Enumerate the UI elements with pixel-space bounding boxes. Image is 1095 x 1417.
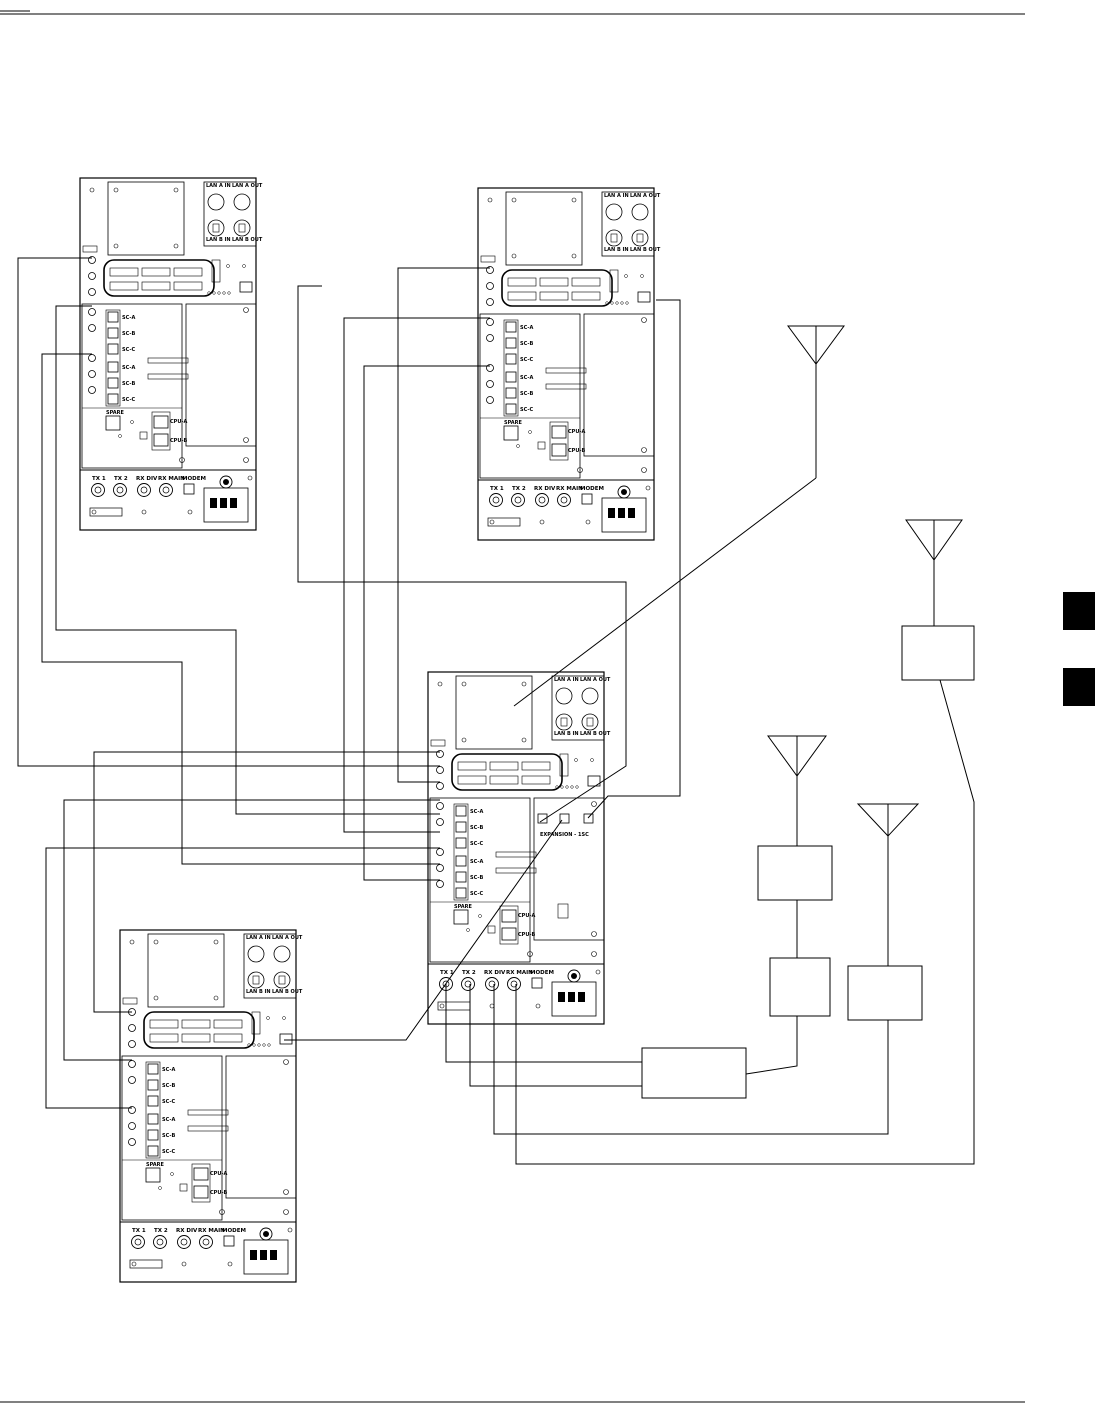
- cable: [493, 984, 889, 1135]
- port-label: SC-B: [162, 1083, 175, 1089]
- tx2-label: TX 2: [462, 970, 476, 976]
- right-box: [901, 625, 975, 681]
- expansion-port-c: [583, 813, 594, 824]
- cpu-b-label: CPU-B: [518, 932, 535, 938]
- rx-main-label: RX MAIN: [506, 970, 533, 976]
- cable: [397, 267, 490, 783]
- cable: [55, 305, 440, 815]
- cabinet-bottom-left: TX 1 TX 2 RX DIV RX MAIN MODEM SC-A SC-B…: [119, 929, 304, 1283]
- port-label: SC-B: [470, 825, 483, 831]
- cable: [363, 365, 490, 881]
- rx-main-label: RX MAIN: [556, 486, 583, 492]
- rx-div-label: RX DIV: [176, 1228, 198, 1234]
- cpu-b-label: CPU-B: [170, 438, 187, 444]
- spare-label: SPARE: [454, 904, 473, 910]
- tx2-label: TX 2: [512, 486, 526, 492]
- cabinet-center: TX 1 TX 2 RX DIV RX MAIN MODEM SC-A SC-B…: [427, 671, 612, 1025]
- modem-label: MODEM: [222, 1228, 246, 1234]
- cpu-b-label: CPU-B: [210, 1190, 227, 1196]
- cable: [297, 285, 627, 823]
- antenna-right-1: [905, 519, 963, 626]
- section-tab-lower: [1063, 668, 1095, 706]
- spare-label: SPARE: [504, 420, 523, 426]
- port-label: SC-A: [520, 375, 533, 381]
- tx2-label: TX 2: [154, 1228, 168, 1234]
- port-label: SC-C: [470, 891, 483, 897]
- port-label: SC-A: [162, 1067, 175, 1073]
- port-label: SC-B: [520, 341, 533, 347]
- antenna-gps-center: [787, 325, 845, 478]
- port-label: SC-B: [122, 331, 135, 337]
- modem-label: MODEM: [530, 970, 554, 976]
- tx1-label: TX 1: [440, 970, 454, 976]
- cpu-b-label: CPU-B: [568, 448, 585, 454]
- port-label: SC-C: [470, 841, 483, 847]
- expansion-port-b: [559, 813, 570, 824]
- section-tab-upper: [1063, 592, 1095, 630]
- cable: [41, 353, 440, 865]
- rx-div-label: RX DIV: [484, 970, 506, 976]
- cable: [284, 819, 563, 1041]
- port-label: SC-C: [162, 1099, 175, 1105]
- port-label: SC-A: [520, 325, 533, 331]
- tx1-label: TX 1: [92, 476, 106, 482]
- cable: [45, 847, 440, 1109]
- port-label: SC-C: [520, 407, 533, 413]
- cpu-a-label: CPU-A: [170, 419, 187, 425]
- cabinet-top-right: TX 1 TX 2 RX DIV RX MAIN MODEM SC-A SC-B…: [477, 187, 662, 541]
- port-label: SC-A: [162, 1117, 175, 1123]
- cable: [63, 799, 440, 1061]
- port-label: SC-A: [470, 809, 483, 815]
- port-label: SC-C: [122, 397, 135, 403]
- cpu-a-label: CPU-A: [518, 913, 535, 919]
- tx1-label: TX 1: [490, 486, 504, 492]
- rx-div-label: RX DIV: [534, 486, 556, 492]
- port-label: SC-B: [470, 875, 483, 881]
- spare-label: SPARE: [106, 410, 125, 416]
- cable: [17, 257, 440, 767]
- expansion-port-a: [537, 813, 548, 824]
- port-label: SC-B: [122, 381, 135, 387]
- spare-label: SPARE: [146, 1162, 165, 1168]
- rx-div-label: RX DIV: [136, 476, 158, 482]
- cable: [515, 679, 975, 1165]
- port-label: SC-A: [122, 315, 135, 321]
- antenna-right-3: [856, 803, 920, 966]
- middle-box-upper: [757, 845, 833, 901]
- cable: [343, 317, 490, 833]
- cabinet-top-left: TX 1 TX 2 RX DIV RX MAIN MODEM SC-A SC-B…: [79, 177, 264, 531]
- middle-box-lower: [769, 957, 831, 1017]
- cpu-a-label: CPU-A: [568, 429, 585, 435]
- cpu-a-label: CPU-A: [210, 1171, 227, 1177]
- cable: [587, 299, 681, 819]
- modem-label: MODEM: [580, 486, 604, 492]
- modem-label: MODEM: [182, 476, 206, 482]
- tx1-label: TX 1: [132, 1228, 146, 1234]
- port-label: SC-C: [162, 1149, 175, 1155]
- cable: [469, 984, 642, 1087]
- cable: [445, 984, 642, 1063]
- combiner-box: [641, 1047, 747, 1099]
- port-label: SC-C: [520, 357, 533, 363]
- cable: [93, 751, 440, 1013]
- expansion-label: EXPANSION - 1SC: [540, 832, 589, 838]
- right-box-lower: [847, 965, 923, 1021]
- cable: [513, 477, 817, 707]
- cable-runs: [17, 257, 975, 1165]
- rx-main-label: RX MAIN: [198, 1228, 225, 1234]
- port-label: SC-B: [520, 391, 533, 397]
- cable: [745, 1016, 798, 1075]
- port-label: SC-B: [162, 1133, 175, 1139]
- port-label: SC-A: [470, 859, 483, 865]
- port-label: SC-C: [122, 347, 135, 353]
- antenna-right-2: [767, 735, 827, 846]
- rx-main-label: RX MAIN: [158, 476, 185, 482]
- port-label: SC-A: [122, 365, 135, 371]
- tx2-label: TX 2: [114, 476, 128, 482]
